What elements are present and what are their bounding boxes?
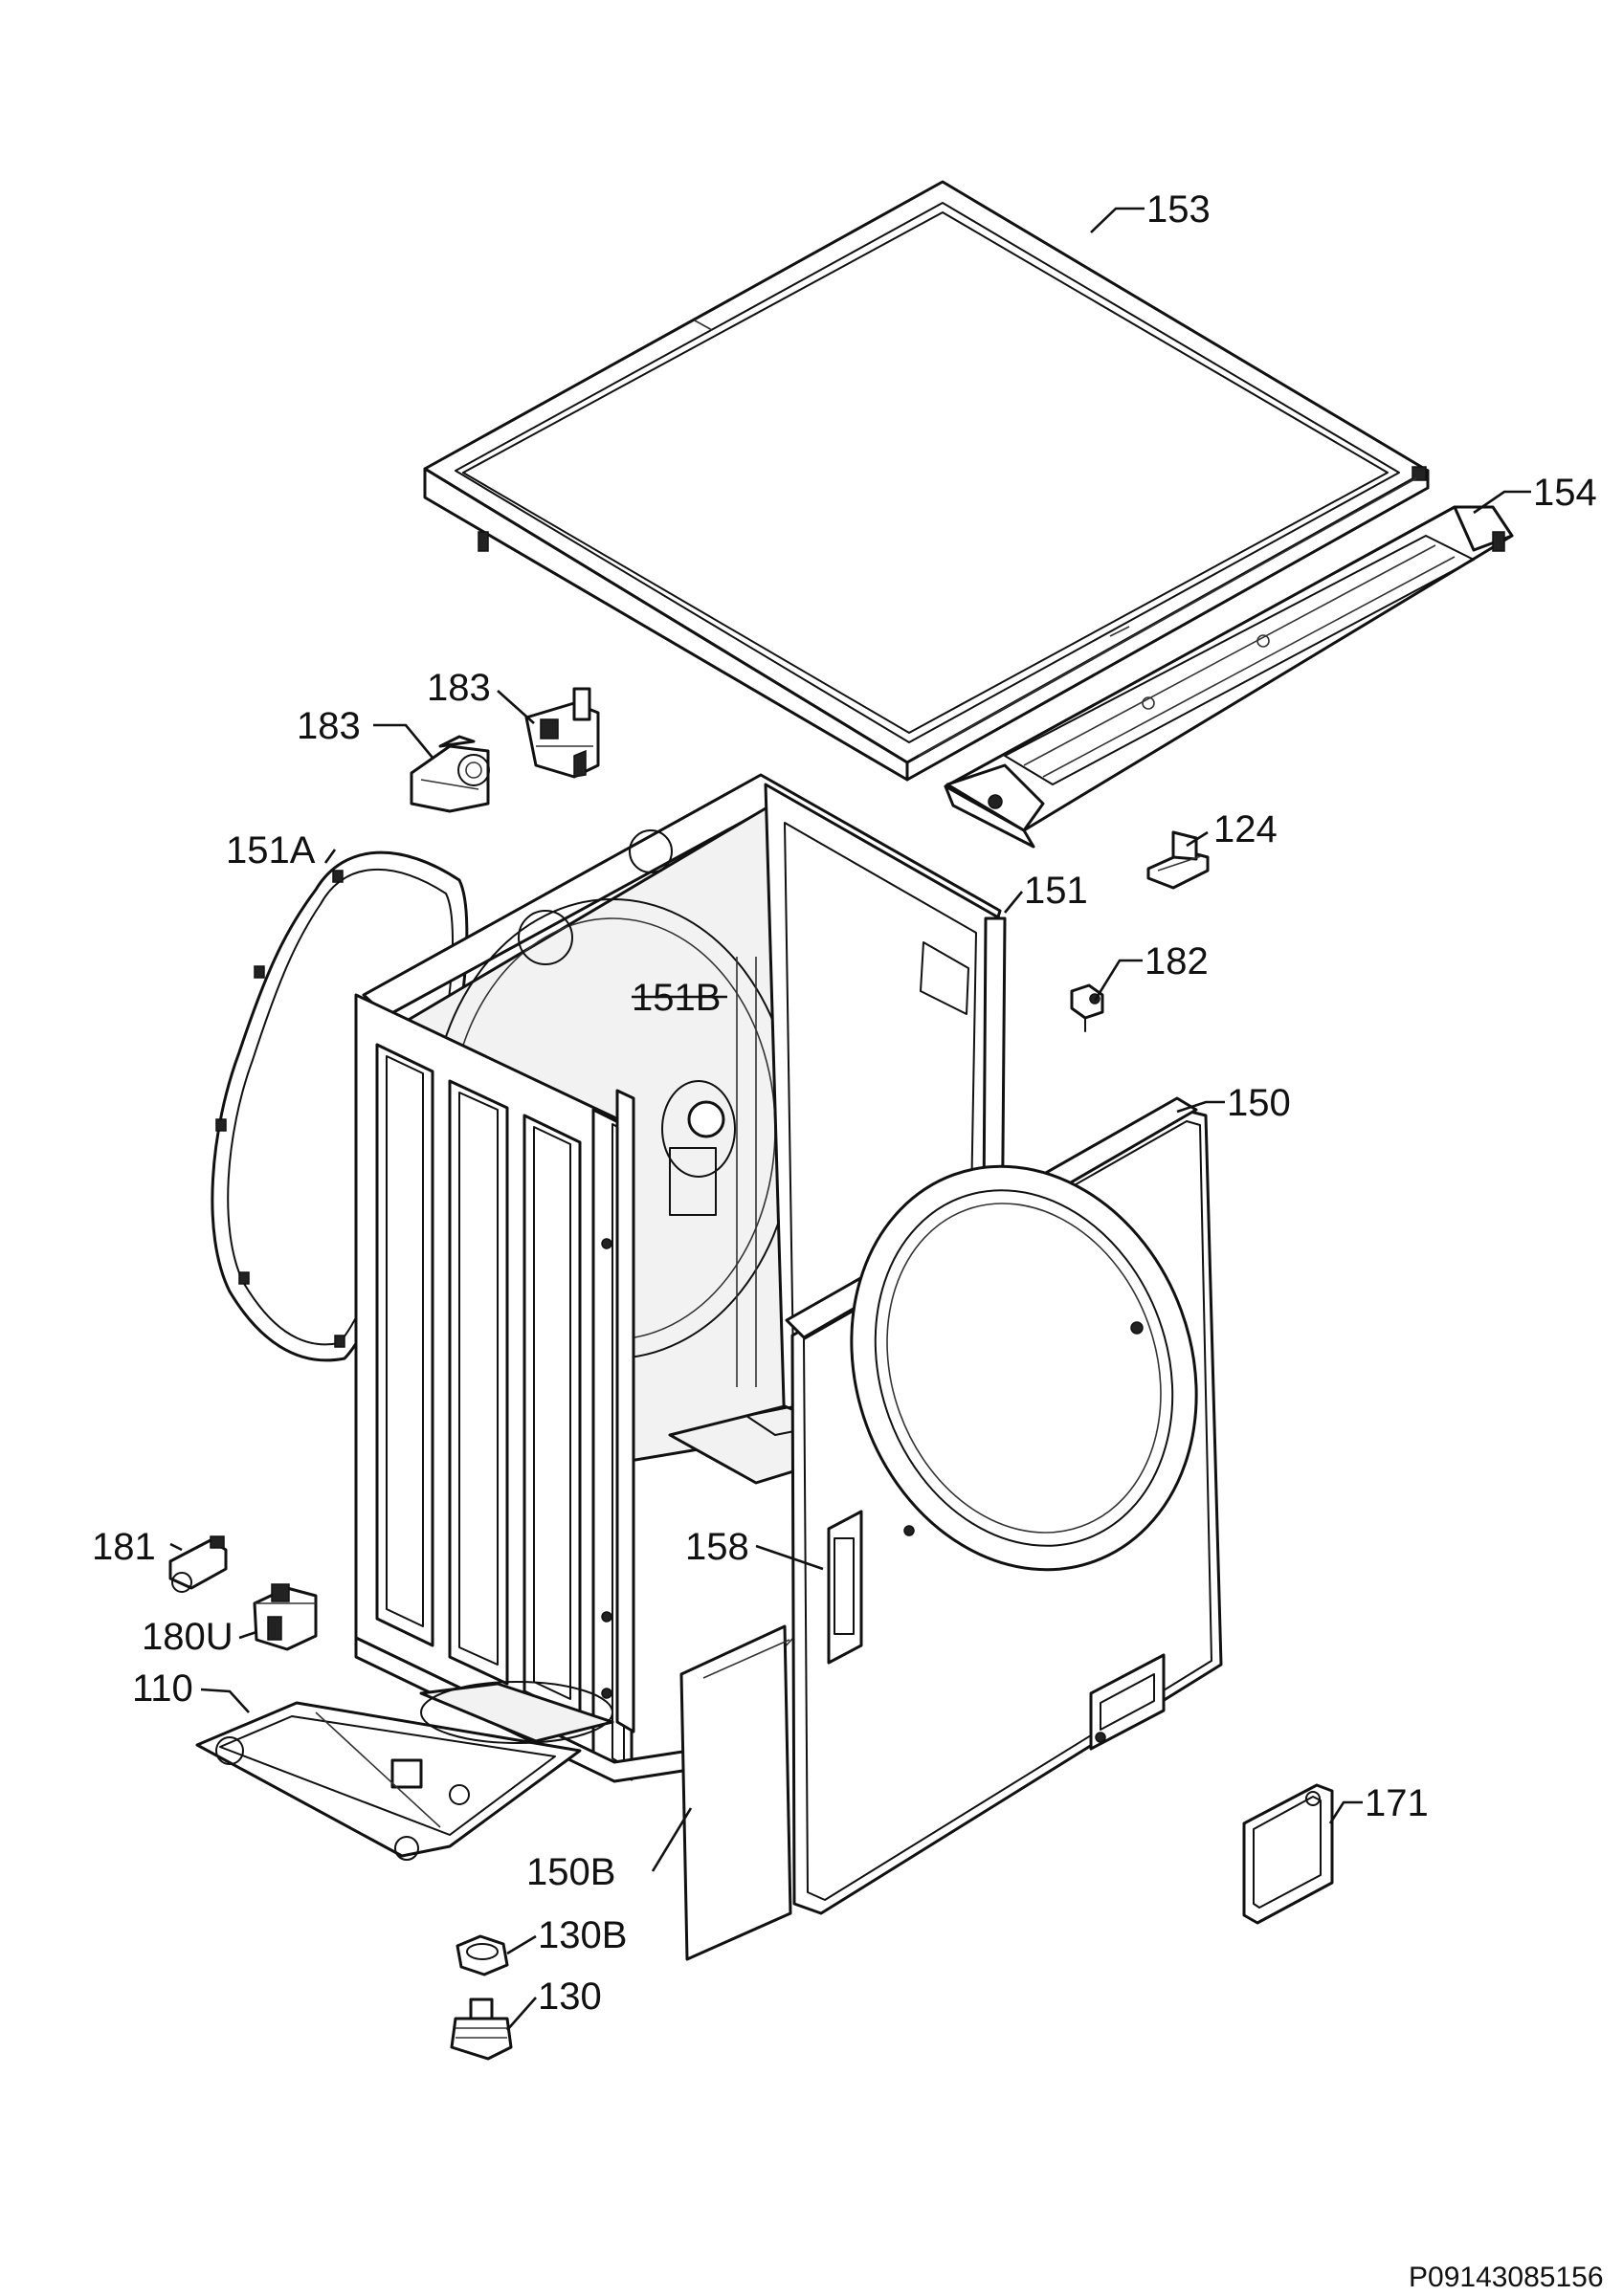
label-130: 130 (538, 1976, 602, 2018)
label-180U: 180U (142, 1616, 233, 1658)
part-150-front-panel (785, 1096, 1223, 1915)
label-154: 154 (1533, 472, 1597, 514)
part-150b-kick-panel (679, 1624, 792, 1961)
label-183b: 183 (297, 705, 361, 747)
part-124-bracket (1146, 830, 1210, 890)
part-183-hinge-right (524, 687, 600, 779)
label-183a: 183 (427, 667, 491, 709)
part-171-hatch (1242, 1783, 1334, 1925)
part-153-top-cover (423, 180, 1430, 782)
leader-lines (169, 207, 1531, 2031)
drawing-code: P09143085156 (1409, 2262, 1604, 2293)
part-154-rear-rail (944, 505, 1514, 849)
label-151: 151 (1024, 870, 1088, 912)
label-181: 181 (92, 1526, 156, 1568)
part-183-hinge-left (410, 735, 490, 813)
part-130-foot (450, 1998, 513, 2061)
label-182: 182 (1145, 940, 1209, 982)
part-130b-nut (456, 1934, 509, 1976)
label-153: 153 (1146, 188, 1211, 231)
part-151-cabinet (354, 773, 1007, 1783)
part-180u-lock (253, 1583, 318, 1651)
part-110-base-plate (195, 1681, 614, 1861)
label-150: 150 (1227, 1082, 1291, 1124)
label-151B: 151B (632, 977, 721, 1019)
label-124: 124 (1213, 808, 1278, 850)
part-181-sensor (168, 1535, 228, 1593)
label-110: 110 (132, 1667, 193, 1710)
label-158: 158 (685, 1526, 749, 1568)
part-182-clip (1070, 983, 1104, 1032)
label-150B: 150B (526, 1851, 615, 1893)
label-171: 171 (1365, 1782, 1429, 1824)
label-151A: 151A (226, 829, 316, 872)
part-labels: 153 154 183 183 124 151A 151 182 151B 15… (92, 188, 1597, 2018)
part-151b-strip (615, 1089, 635, 1733)
label-130B: 130B (538, 1914, 627, 1956)
